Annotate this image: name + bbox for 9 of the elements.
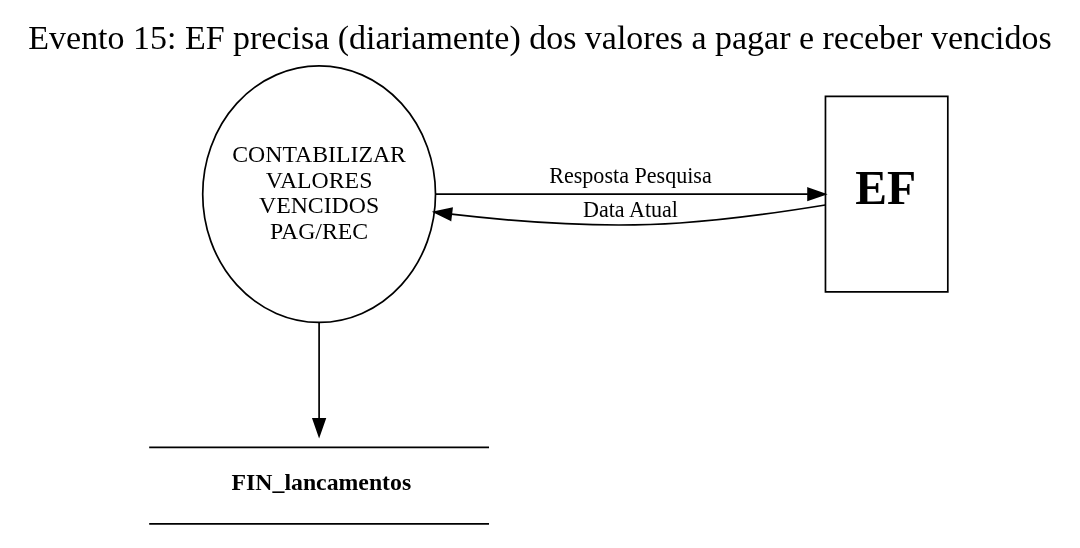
arrow: [311, 321, 327, 439]
edge-label: Resposta Pesquisa: [549, 162, 712, 188]
edge-label: Data Atual: [582, 196, 678, 222]
node-text: FIN_lancamentos: [231, 469, 412, 496]
node-circle: CONTABILIZAR VALORES VENCIDOS PAG/REC: [201, 65, 437, 324]
diagram-title: Evento 15: EF precisa (diariamente) dos valores a pagar e receber vencidos: [28, 18, 1052, 56]
node-box: EF: [824, 95, 949, 293]
arrow: [431, 204, 827, 226]
arrow: [435, 187, 828, 202]
